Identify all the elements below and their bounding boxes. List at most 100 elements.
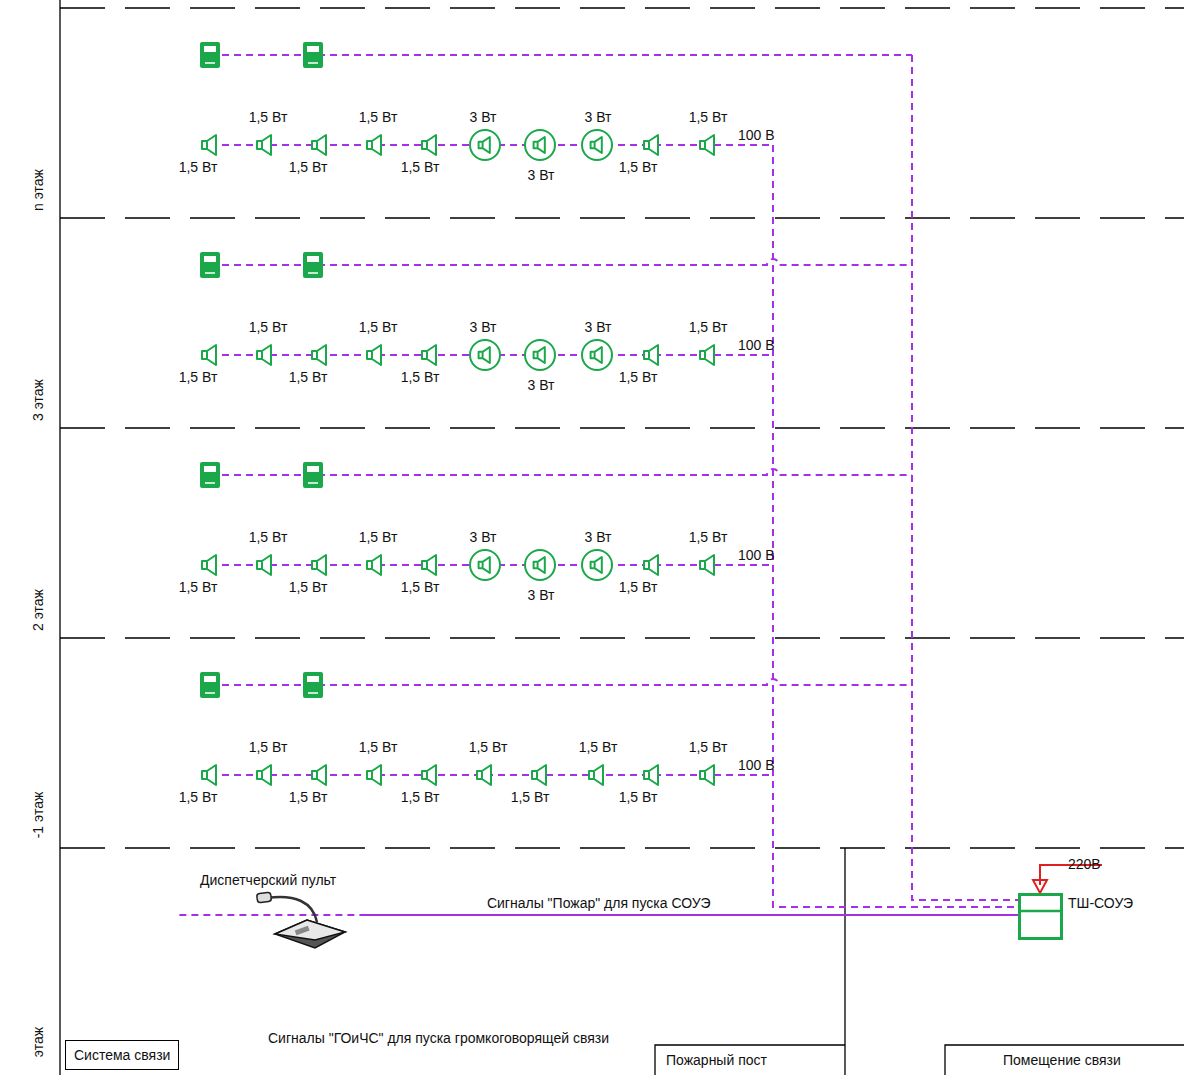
speaker-symbol — [257, 135, 271, 155]
power-rating: 1,5 Вт — [289, 789, 328, 805]
speaker-symbol — [591, 137, 602, 153]
annotation: Сигналы "ГОиЧС" для пуска громкоговоряще… — [268, 1030, 609, 1046]
floor-lines — [60, 0, 1184, 1075]
phone-symbol — [303, 252, 323, 278]
phone-symbol — [200, 672, 220, 698]
power-rating: 3 Вт — [470, 529, 497, 545]
floor-line — [60, 637, 1184, 638]
floor-line — [60, 847, 1184, 848]
speaker-symbol — [534, 557, 545, 573]
cabinet-node: ТШ-СОУЭ — [1018, 893, 1063, 940]
speaker-riser — [773, 145, 1018, 907]
power-rating: 3 Вт — [585, 319, 612, 335]
power-rating: 3 Вт — [528, 167, 555, 183]
power-rating: 3 Вт — [528, 377, 555, 393]
speaker-wiring — [210, 55, 1018, 907]
console-icon — [195, 888, 365, 952]
speaker-symbol — [589, 765, 603, 785]
power-rating: 100 В — [738, 127, 775, 143]
speaker-symbol — [367, 345, 381, 365]
border-line — [59, 0, 60, 1075]
power-rating: 1,5 Вт — [289, 579, 328, 595]
room-wall — [844, 848, 845, 1075]
speaker-symbol — [644, 135, 658, 155]
console-icon-holder — [195, 888, 365, 952]
ceiling-speaker-ring — [470, 550, 500, 580]
speaker-symbol — [477, 765, 491, 785]
floor-line — [60, 217, 1184, 218]
power-rating: 1,5 Вт — [689, 739, 728, 755]
power-rating: 3 Вт — [470, 109, 497, 125]
speaker-symbol — [700, 345, 714, 365]
speaker-symbol — [202, 555, 216, 575]
power-rating: 1,5 Вт — [579, 739, 618, 755]
microphone-head — [257, 892, 272, 903]
speaker-symbol — [312, 555, 326, 575]
floor-label: 3 этаж — [30, 379, 46, 421]
power-rating: 1,5 Вт — [689, 529, 728, 545]
power-rating: 1,5 Вт — [619, 579, 658, 595]
power-rating: 100 В — [738, 337, 775, 353]
speaker-symbol — [312, 765, 326, 785]
speaker-symbol — [257, 765, 271, 785]
speaker-symbol — [532, 765, 546, 785]
power-rating: 1,5 Вт — [359, 739, 398, 755]
speaker-symbol — [534, 347, 545, 363]
phone-display — [204, 676, 216, 682]
power-rating: 1,5 Вт — [689, 319, 728, 335]
speaker-symbol — [202, 765, 216, 785]
phone-detail — [205, 692, 215, 694]
node-label: ТШ-СОУЭ — [1068, 895, 1133, 911]
ceiling-speaker-ring — [582, 340, 612, 370]
power-rating: 1,5 Вт — [179, 159, 218, 175]
console-node: Диспетчерский пульт — [195, 860, 365, 952]
speaker-symbol — [202, 135, 216, 155]
ceiling-speaker-ring — [525, 550, 555, 580]
speaker-symbol — [644, 345, 658, 365]
phone-display — [204, 46, 216, 52]
speaker-symbol — [422, 345, 436, 365]
speaker-symbol — [591, 347, 602, 363]
console-body — [275, 920, 345, 948]
power-rating: 100 В — [738, 547, 775, 563]
speaker-symbol — [700, 135, 714, 155]
speaker-symbol — [367, 555, 381, 575]
speaker-symbol — [422, 765, 436, 785]
phone-detail — [308, 692, 318, 694]
floor-line — [60, 427, 1184, 428]
gooseneck — [267, 897, 317, 922]
cabinet-outline — [1020, 895, 1062, 939]
floor-label: n этаж — [30, 169, 46, 211]
floor-line — [60, 7, 1184, 8]
speaker-symbol — [644, 765, 658, 785]
power-rating: 1,5 Вт — [401, 369, 440, 385]
speaker-symbol — [422, 555, 436, 575]
power-rating: 1,5 Вт — [179, 579, 218, 595]
room-wall — [945, 1045, 1184, 1075]
power-rating: 1,5 Вт — [179, 369, 218, 385]
speaker-symbol — [479, 137, 490, 153]
power-rating: 1,5 Вт — [619, 369, 658, 385]
cabinet-symbol — [1018, 893, 1063, 940]
system-box: Система связи — [65, 1040, 179, 1070]
speaker-symbol — [367, 135, 381, 155]
speaker-symbol — [534, 137, 545, 153]
speaker-symbol — [367, 765, 381, 785]
power-rating: 1,5 Вт — [249, 319, 288, 335]
signal-connector — [179, 914, 1018, 916]
console-top — [275, 920, 345, 940]
node-label: Система связи — [74, 1047, 170, 1063]
node-label: Диспетчерский пульт — [195, 872, 365, 888]
ceiling-speaker-ring — [582, 550, 612, 580]
phone-display — [307, 466, 319, 472]
cabinet-divider — [1020, 910, 1062, 913]
annotation: 220В — [1068, 856, 1101, 872]
power-rating: 3 Вт — [470, 319, 497, 335]
power-rating: 1,5 Вт — [289, 369, 328, 385]
arrow-head — [1033, 880, 1047, 893]
phone-symbol — [200, 462, 220, 488]
phone-display — [204, 256, 216, 262]
power-rating: 1,5 Вт — [359, 529, 398, 545]
power-rating: 1,5 Вт — [619, 159, 658, 175]
room-wall — [655, 1045, 845, 1075]
